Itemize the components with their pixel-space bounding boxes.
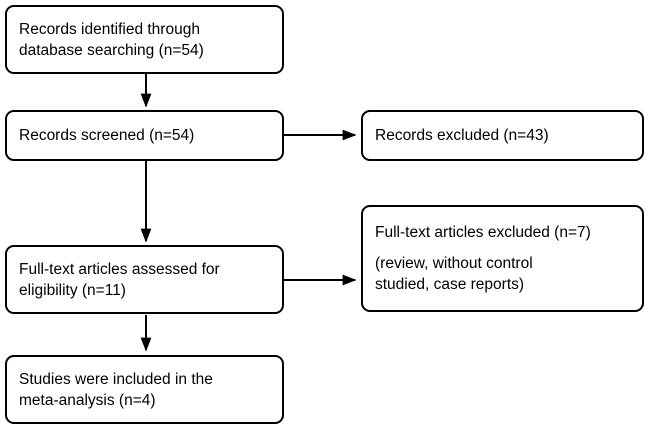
box-fulltext-assessed-line-2: eligibility (n=11) [19, 281, 126, 299]
box-fulltext-assessed: Full-text articles assessed for eligibil… [5, 245, 284, 314]
box-fulltext-excluded-line-2: (review, without control [375, 255, 533, 272]
box-records-screened: Records screened (n=54) [5, 110, 284, 161]
box-studies-included-line-2: meta-analysis (n=4) [19, 391, 156, 409]
box-records-screened-line-1: Records screened (n=54) [19, 127, 195, 144]
box-fulltext-excluded: Full-text articles excluded (n=7) (revie… [361, 205, 644, 312]
box-records-excluded: Records excluded (n=43) [361, 110, 644, 161]
box-fulltext-excluded-line-3: studied, case reports) [375, 276, 525, 293]
box-records-identified-line-1: Records identified through [19, 20, 200, 38]
box-fulltext-excluded-spacer [363, 243, 642, 253]
box-records-excluded-line-1: Records excluded (n=43) [375, 127, 549, 144]
box-studies-included-line-1: Studies were included in the [19, 370, 213, 388]
box-studies-included: Studies were included in the meta-analys… [5, 355, 284, 424]
box-records-identified: Records identified through database sear… [5, 5, 284, 74]
box-fulltext-assessed-line-1: Full-text articles assessed for [19, 260, 220, 278]
box-records-identified-line-2: database searching (n=54) [19, 41, 204, 59]
box-fulltext-excluded-line-1: Full-text articles excluded (n=7) [375, 224, 591, 241]
